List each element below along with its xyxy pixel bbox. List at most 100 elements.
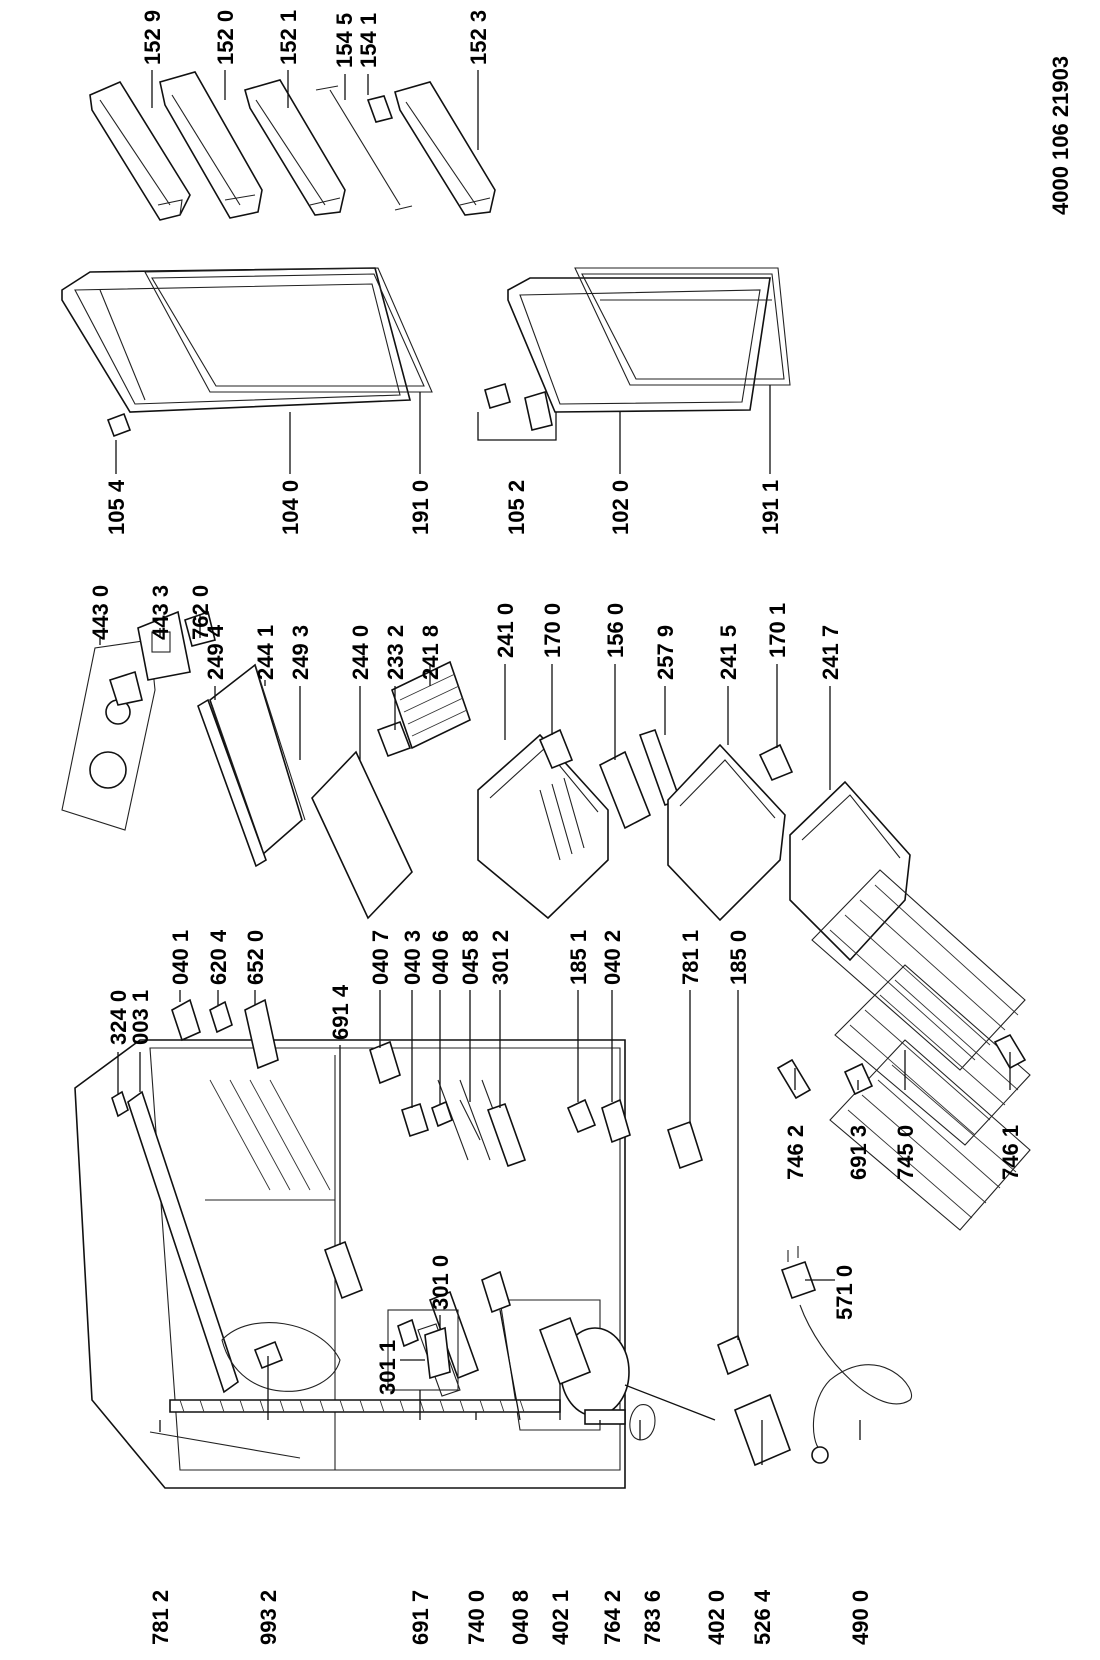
pipe-clip-7836: [629, 1404, 656, 1441]
wire-rack-7450: [811, 869, 1031, 1231]
part-1701: [758, 743, 794, 782]
label-1520: 152 0: [213, 10, 238, 65]
lower-door-1020: [507, 277, 771, 413]
label-4020: 402 0: [704, 1590, 729, 1645]
door-bin-1520: [159, 71, 263, 219]
label-5264: 526 4: [750, 1589, 775, 1645]
part-0401: [171, 998, 201, 1042]
shelf-trim-2494: [197, 698, 267, 868]
label-2440: 244 0: [348, 625, 373, 680]
label-6914: 691 4: [328, 984, 353, 1040]
label-1523: 152 3: [466, 10, 491, 65]
thermostat-3010: [428, 1290, 480, 1380]
lower-door-gasket-1911: [574, 267, 791, 386]
part-6204: [209, 1000, 233, 1034]
dryer-filter-7642: [584, 1409, 626, 1425]
label-3010: 301 0: [428, 1255, 453, 1310]
leader-lines: [99, 70, 1011, 1465]
label-2415: 241 5: [716, 625, 741, 680]
relay-4021: [538, 1316, 592, 1386]
document-number: 4000 106 21903: [1048, 56, 1073, 215]
ice-cube-tray-1560: [598, 750, 652, 830]
door-bin-1523: [394, 81, 496, 216]
label-6204: 620 4: [206, 929, 231, 985]
label-6917: 691 7: [408, 1590, 433, 1645]
part-3240: [111, 1090, 129, 1118]
label-3011: 301 1: [375, 1340, 400, 1395]
label-1700: 170 0: [540, 603, 565, 658]
label-7836: 783 6: [640, 1590, 665, 1645]
part-6914: [323, 1240, 364, 1300]
rack-support-7462: [776, 1058, 812, 1100]
part-0406: [431, 1100, 453, 1128]
rack-support-7461: [993, 1033, 1027, 1070]
shelf-trim-2493: [254, 663, 306, 821]
label-0458: 045 8: [458, 930, 483, 985]
label-7811: 781 1: [678, 930, 703, 985]
label-7620: 762 0: [188, 585, 213, 640]
label-0031: 003 1: [128, 990, 153, 1045]
label-4430: 443 0: [88, 585, 113, 640]
freezer-drawer-2417: [789, 780, 911, 962]
freezer-drawer-2415: [667, 743, 786, 922]
hinge-cover-1054: [106, 412, 132, 438]
label-2494: 249 4: [203, 624, 228, 680]
power-cord-4900: [799, 1304, 913, 1464]
label-0403: 040 3: [400, 930, 425, 985]
glass-shelf-2440: [311, 750, 413, 920]
part-6520: [244, 998, 279, 1070]
sensor-9932: [221, 1322, 341, 1392]
label-2417: 241 7: [818, 625, 843, 680]
label-7450: 745 0: [893, 1125, 918, 1180]
label-1911: 191 1: [758, 480, 783, 535]
label-2441: 244 1: [253, 625, 278, 680]
label-1054: 105 4: [104, 479, 129, 535]
label-1541: 154 1: [356, 13, 381, 68]
part-0407: [369, 1040, 401, 1085]
upper-door-gasket-1910: [144, 267, 433, 393]
label-1545: 154 5: [332, 13, 357, 68]
label-0406: 040 6: [428, 930, 453, 985]
door-bin-1529: [89, 80, 191, 221]
cover-strip-0031: [127, 1090, 239, 1394]
clip-1541: [366, 95, 394, 123]
part-7811: [667, 1120, 703, 1170]
label-2493: 249 3: [288, 625, 313, 680]
label-6913: 691 3: [846, 1125, 871, 1180]
fan-cover-4433: [137, 610, 191, 681]
part-6913: [843, 1062, 874, 1096]
part-1851: [566, 1098, 597, 1134]
label-0408: 040 8: [508, 1590, 533, 1645]
part-labels: 152 9 152 0 152 1 154 5 154 1 152 3 105 …: [88, 10, 1073, 1645]
lamp-assembly-6917: [387, 1309, 459, 1391]
label-1521: 152 1: [276, 10, 301, 65]
label-7812: 781 2: [148, 1590, 173, 1645]
label-1701: 170 1: [765, 603, 790, 658]
part-0403: [401, 1102, 429, 1138]
freezer-drawer-2410: [477, 733, 609, 920]
control-panel-3012: [486, 1102, 527, 1168]
label-0402: 040 2: [600, 930, 625, 985]
condenser-7400: [169, 1399, 561, 1413]
part-1700: [538, 728, 574, 770]
label-5710: 571 0: [832, 1265, 857, 1320]
label-1020: 102 0: [608, 480, 633, 535]
label-4900: 490 0: [848, 1590, 873, 1645]
label-3012: 301 2: [488, 930, 513, 985]
label-1560: 156 0: [603, 603, 628, 658]
label-1040: 104 0: [278, 480, 303, 535]
label-0401: 040 1: [168, 930, 193, 985]
drain-pipe-7812: [149, 1431, 301, 1459]
bottle-retainer-1545: [315, 85, 413, 211]
label-7642: 764 2: [600, 1590, 625, 1645]
fan-assembly-4430: [61, 639, 156, 831]
label-6520: 652 0: [243, 930, 268, 985]
hinge-set-1052: [477, 382, 557, 441]
label-7462: 746 2: [783, 1125, 808, 1180]
tray-holder-2332: [376, 720, 412, 758]
part-0408: [481, 1270, 511, 1314]
label-2579: 257 9: [653, 625, 678, 680]
label-2332: 233 2: [383, 625, 408, 680]
label-2418: 241 8: [418, 625, 443, 680]
